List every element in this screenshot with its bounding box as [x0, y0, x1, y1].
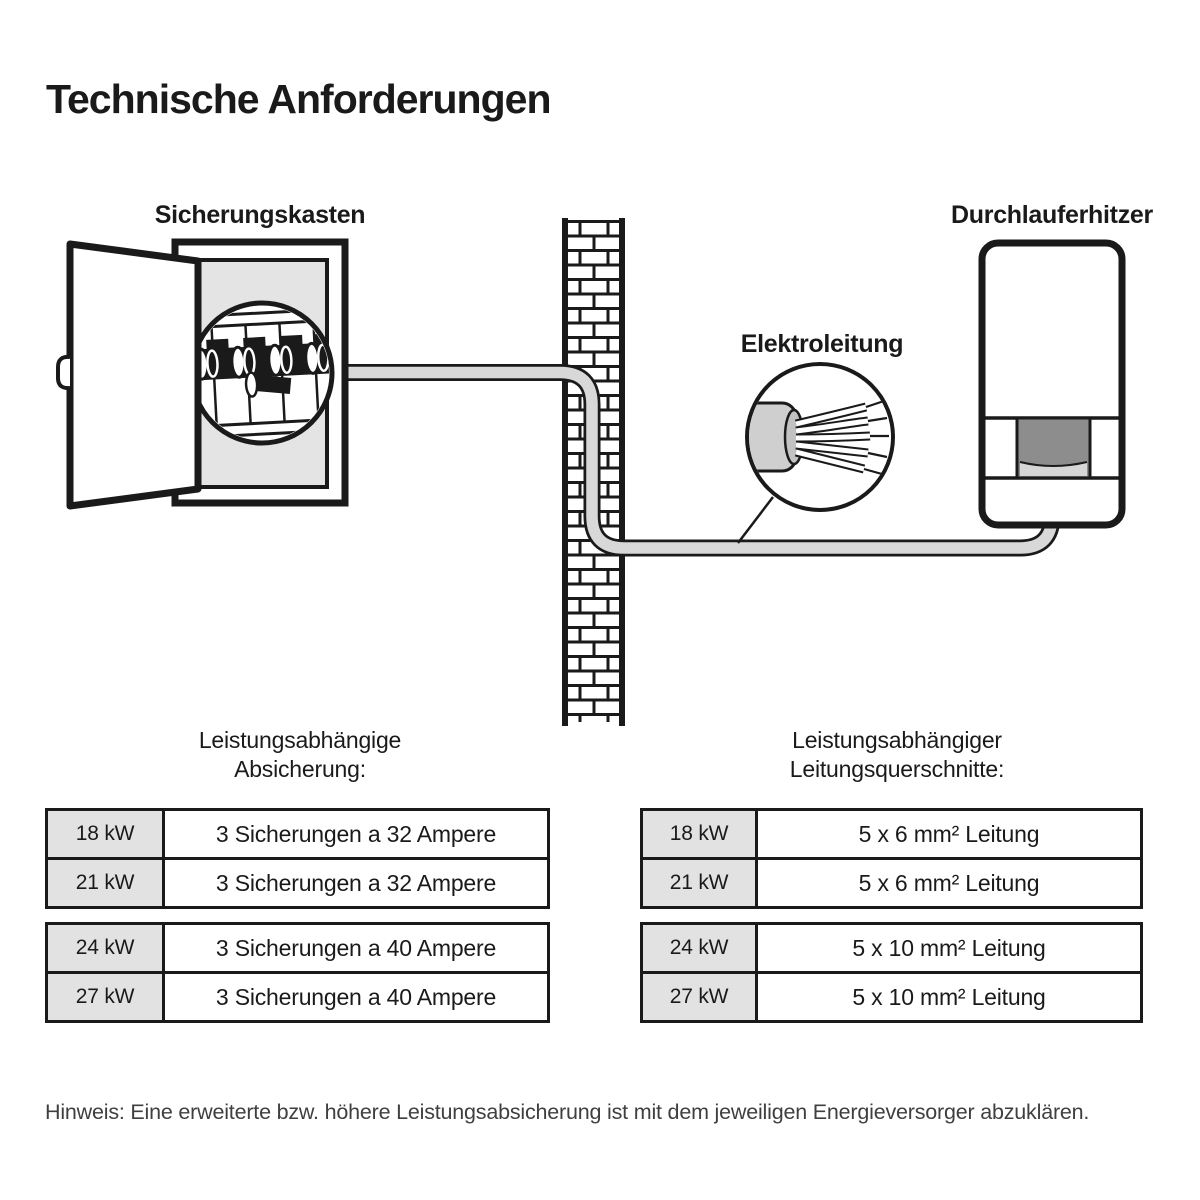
spec-cell: 3 Sicherungen a 40 Ampere	[215, 934, 497, 961]
cable-heading-line1: Leistungsabhängiger	[792, 727, 1002, 753]
spec-cell: 5 x 6 mm² Leitung	[858, 820, 1040, 847]
cable-label: Elektroleitung	[740, 330, 904, 358]
installation-diagram	[56, 218, 1126, 726]
table-row: 18 kW 3 Sicherungen a 32 Ampere	[48, 811, 547, 857]
power-cell: 27 kW	[48, 974, 165, 1020]
fusing-heading-line2: Absicherung:	[234, 756, 366, 782]
power-cell: 27 kW	[643, 974, 758, 1020]
table-row: 18 kW 5 x 6 mm² Leitung	[643, 811, 1140, 857]
spec-cell: 5 x 10 mm² Leitung	[852, 983, 1046, 1010]
power-cell: 24 kW	[48, 925, 165, 971]
table-row: 21 kW 3 Sicherungen a 32 Ampere	[48, 857, 547, 906]
spec-cell: 3 Sicherungen a 40 Ampere	[215, 983, 497, 1010]
fuse-box-label: Sicherungskasten	[154, 201, 366, 229]
cable-table-group1: 18 kW 5 x 6 mm² Leitung 21 kW 5 x 6 mm² …	[640, 808, 1143, 909]
cable-wires	[794, 399, 889, 476]
power-cell: 21 kW	[48, 860, 165, 906]
power-cell: 18 kW	[48, 811, 165, 857]
door-handle	[56, 354, 71, 391]
cable-table-group2: 24 kW 5 x 10 mm² Leitung 27 kW 5 x 10 mm…	[640, 922, 1143, 1023]
cable-cross-section-detail	[737, 362, 895, 544]
heater-label: Durchlauferhitzer	[951, 201, 1153, 229]
spec-cell: 3 Sicherungen a 32 Ampere	[215, 820, 497, 847]
table-row: 21 kW 5 x 6 mm² Leitung	[643, 857, 1140, 906]
spec-cell: 3 Sicherungen a 32 Ampere	[215, 869, 497, 896]
power-cell: 24 kW	[643, 925, 758, 971]
power-cell: 18 kW	[643, 811, 758, 857]
spec-cell: 5 x 6 mm² Leitung	[858, 869, 1040, 896]
page-title: Technische Anforderungen	[46, 76, 551, 122]
power-cell: 21 kW	[643, 860, 758, 906]
power-cable-illustration	[345, 364, 1061, 557]
fusing-table-group1: 18 kW 3 Sicherungen a 32 Ampere 21 kW 3 …	[45, 808, 550, 909]
cable-table-heading: Leistungsabhängiger Leitungsquerschnitte…	[697, 726, 1097, 784]
table-row: 24 kW 3 Sicherungen a 40 Ampere	[48, 925, 547, 971]
water-heater-illustration	[978, 239, 1126, 529]
spec-cell: 5 x 10 mm² Leitung	[852, 934, 1046, 961]
fusing-table-heading: Leistungsabhängige Absicherung:	[100, 726, 500, 784]
table-row: 27 kW 3 Sicherungen a 40 Ampere	[48, 971, 547, 1020]
brick-wall-illustration	[562, 218, 625, 726]
detail-pointer-line	[737, 496, 774, 544]
footer-note: Hinweis: Eine erweiterte bzw. höhere Lei…	[45, 1100, 1090, 1124]
cable-heading-line2: Leitungsquerschnitte:	[789, 756, 1005, 782]
fuse-box-door	[66, 240, 202, 510]
fusing-heading-line1: Leistungsabhängige	[198, 727, 402, 753]
fuse-box-illustration	[56, 238, 349, 510]
table-row: 27 kW 5 x 10 mm² Leitung	[643, 971, 1140, 1020]
table-row: 24 kW 5 x 10 mm² Leitung	[643, 925, 1140, 971]
fusing-table-group2: 24 kW 3 Sicherungen a 40 Ampere 27 kW 3 …	[45, 922, 550, 1023]
